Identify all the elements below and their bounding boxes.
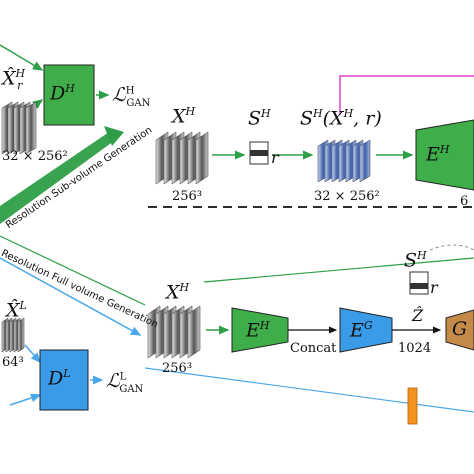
bottom-left-slice-stack <box>1 317 25 353</box>
bottom-eh-encoder <box>231 307 289 353</box>
dh-label: DH <box>50 82 75 105</box>
arrow-to-dh-top <box>0 44 44 71</box>
arrow-to-dl-top <box>24 344 41 364</box>
bottom-xh-volume <box>147 305 201 359</box>
bottom-xhat-label: X̂L <box>6 299 27 322</box>
sub-volume-stack <box>317 139 371 183</box>
bottom-diag-green <box>0 235 146 306</box>
top-xh-label: XH <box>172 105 196 128</box>
dashed-curve <box>429 244 474 251</box>
sub-volume-label: SH(XH, r) <box>300 107 382 130</box>
z-label: Ẑ <box>412 306 424 325</box>
top-loss-label: ℒHGAN <box>112 84 151 109</box>
dl-box <box>39 349 89 411</box>
sub-volume-dims: 32 × 256² <box>314 189 380 204</box>
bottom-diag-blue <box>0 257 142 336</box>
noise-bar <box>407 387 418 425</box>
top-cut-label: 6 <box>460 194 469 209</box>
bottom-green-to-sh <box>203 257 474 283</box>
bottom-xh-label: XH <box>166 281 190 304</box>
top-left-dims: 32 × 256² <box>2 149 68 164</box>
dh-box <box>43 64 95 126</box>
arrow-to-dl-bottom <box>9 393 42 406</box>
bottom-blue-line <box>144 367 474 413</box>
top-left-slice-stack <box>1 101 37 155</box>
top-xh-dims: 256³ <box>172 189 203 204</box>
top-sh-label: SH <box>248 107 271 130</box>
magenta-link <box>339 75 474 115</box>
top-r-label: r <box>271 148 279 167</box>
bottom-eh-label: EH <box>246 319 270 342</box>
dl-label: DL <box>48 367 71 390</box>
top-xhat-label: X̂Hr <box>2 67 26 93</box>
top-xh-volume <box>155 131 209 185</box>
bottom-sh-selector <box>409 271 429 295</box>
bottom-loss-label: ℒLGAN <box>106 370 144 395</box>
top-eh-encoder <box>415 119 474 191</box>
eg-encoder <box>339 307 393 353</box>
bottom-r-label: r <box>430 278 438 297</box>
concat-label: Concat <box>290 341 337 356</box>
bottom-sh-label: SH <box>404 249 427 272</box>
top-eh-label: EH <box>426 143 450 166</box>
bottom-left-dims: 64³ <box>2 355 24 370</box>
bottom-xh-dims: 256³ <box>162 361 193 376</box>
top-diag-band <box>0 130 118 224</box>
g-generator <box>445 309 474 351</box>
eg-label: EG <box>350 319 373 342</box>
top-sh-selector <box>249 141 269 165</box>
g-label: G <box>452 318 468 340</box>
top-diag-arrowhead <box>104 126 124 146</box>
z-dims: 1024 <box>398 341 432 356</box>
